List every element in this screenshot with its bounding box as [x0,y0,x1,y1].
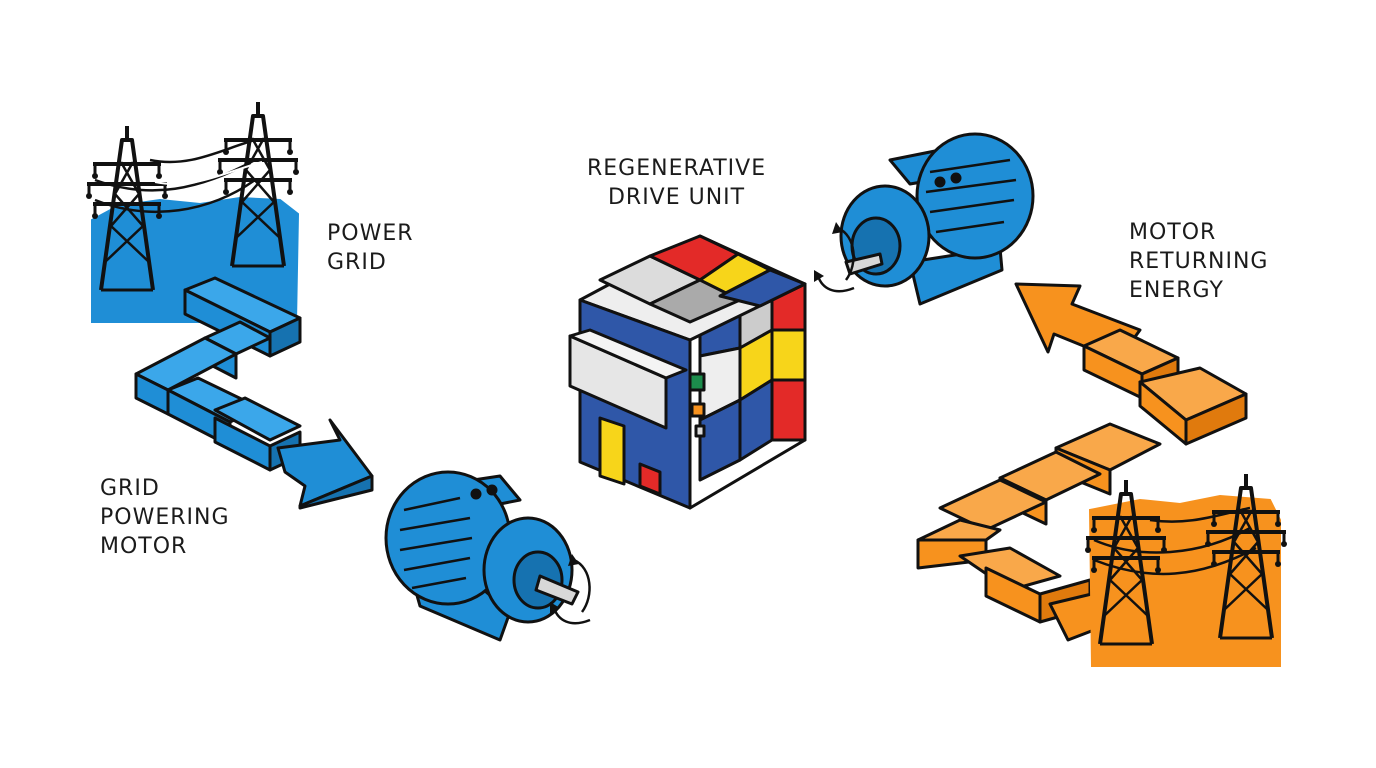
grid-powering-motor-label: GRID POWERING MOTOR [100,474,230,561]
drive-unit-label-line: DRIVE UNIT [607,185,746,210]
flow-arrow-icon [916,282,1248,642]
power-grid-label-line: POWER [327,221,414,246]
power-tower-icon [1083,472,1289,667]
grid-powering-motor-label-line: POWERING [100,505,230,530]
power-grid-label: POWER GRID [327,219,414,277]
electric-motor-icon [839,132,1035,306]
drive-unit-label: REGENERATIVE DRIVE UNIT [587,154,766,212]
drive-cabinet-icon [568,234,807,510]
flow-arrow-icon [134,276,374,510]
motor-returning-energy-label: MOTOR RETURNING ENERGY [1129,218,1268,305]
grid-powering-motor-label-line: MOTOR [100,534,188,559]
motor-returning-energy-label-line: MOTOR [1129,220,1217,245]
drive-unit-label-line: REGENERATIVE [587,156,767,181]
power-grid-label-line: GRID [327,250,387,275]
power-tower-icon [84,100,301,323]
grid-powering-motor-label-line: GRID [100,476,160,501]
motor-returning-energy-label-line: ENERGY [1129,278,1224,303]
motor-returning-energy-label-line: RETURNING [1129,249,1269,274]
electric-motor-icon [384,470,580,642]
